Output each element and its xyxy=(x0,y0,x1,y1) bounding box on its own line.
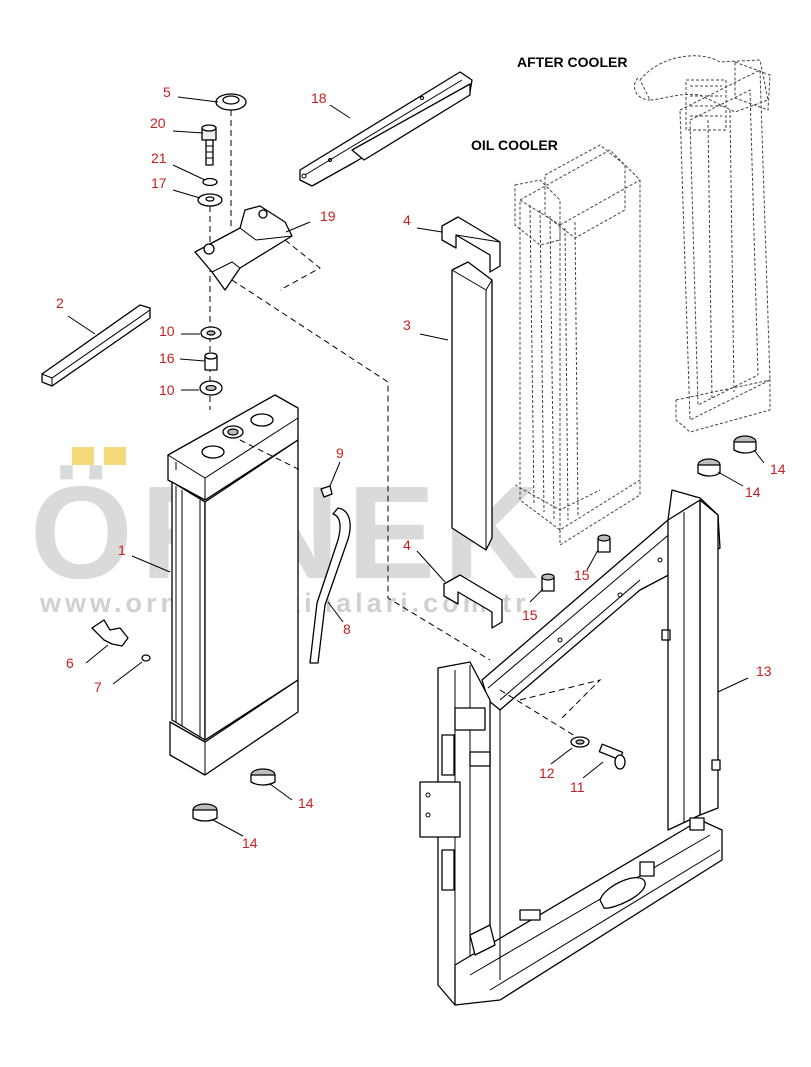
part-11-bolt xyxy=(598,743,626,770)
watermark-dot-left xyxy=(72,447,94,465)
callout-9[interactable]: 9 xyxy=(336,445,344,461)
callout-15-left[interactable]: 15 xyxy=(522,607,538,623)
part-7-o-ring xyxy=(141,654,151,662)
callout-14-bottom-b[interactable]: 14 xyxy=(242,835,258,851)
callout-10-lower[interactable]: 10 xyxy=(159,382,175,398)
mount-14-bottom-a xyxy=(250,768,276,786)
callout-7[interactable]: 7 xyxy=(94,679,102,695)
callout-5[interactable]: 5 xyxy=(163,84,171,100)
callout-6[interactable]: 6 xyxy=(66,655,74,671)
leader-lines xyxy=(67,96,765,837)
mount-14-right-a xyxy=(733,435,757,454)
part-4-top-holder xyxy=(441,216,501,273)
mount-14-bottom-b xyxy=(192,803,218,822)
part-8-hose xyxy=(309,507,351,664)
part-18-upper-bracket xyxy=(299,71,473,187)
part-3-sponge xyxy=(451,261,493,551)
part-4-bottom-holder xyxy=(443,574,503,629)
spacer-15-b xyxy=(541,573,555,592)
callout-20[interactable]: 20 xyxy=(150,115,166,131)
part-12-washer xyxy=(570,736,590,748)
callout-2[interactable]: 2 xyxy=(56,295,64,311)
after-cooler xyxy=(634,55,771,433)
callout-19[interactable]: 19 xyxy=(320,208,336,224)
mount-14-right-b xyxy=(697,458,721,477)
callouts: 5 20 21 17 18 19 2 10 16 10 1 6 7 9 8 4 … xyxy=(56,84,786,851)
part-1-radiator xyxy=(167,394,301,776)
callout-4-top[interactable]: 4 xyxy=(403,212,411,228)
callout-17[interactable]: 17 xyxy=(151,175,167,191)
part-9-clip xyxy=(320,485,333,498)
callout-4-bottom[interactable]: 4 xyxy=(403,537,411,553)
part-6-drain-cock xyxy=(91,619,129,647)
after-cooler-label: AFTER COOLER xyxy=(517,54,627,70)
callout-18[interactable]: 18 xyxy=(311,90,327,106)
callout-3[interactable]: 3 xyxy=(403,317,411,333)
part-2-seal-strip xyxy=(41,304,151,387)
part-19-mounting-bracket xyxy=(194,205,321,291)
callout-13[interactable]: 13 xyxy=(756,663,772,679)
mount-stack xyxy=(199,326,223,396)
callout-12[interactable]: 12 xyxy=(539,765,555,781)
callout-10-upper[interactable]: 10 xyxy=(159,323,175,339)
part-13-frame xyxy=(419,489,723,1006)
callout-14-right-a[interactable]: 14 xyxy=(770,461,786,477)
callout-11[interactable]: 11 xyxy=(570,779,585,795)
callout-16[interactable]: 16 xyxy=(159,350,175,366)
oil-cooler-label: OIL COOLER xyxy=(471,137,558,153)
assembly-lines xyxy=(231,279,576,737)
callout-21[interactable]: 21 xyxy=(151,150,167,166)
fastener-stack-top xyxy=(197,93,247,410)
oil-cooler xyxy=(514,144,641,546)
spacer-15-a xyxy=(597,534,611,553)
callout-14-right-b[interactable]: 14 xyxy=(745,484,761,500)
callout-15-right[interactable]: 15 xyxy=(574,567,590,583)
callout-1[interactable]: 1 xyxy=(118,542,126,558)
callout-14-bottom-a[interactable]: 14 xyxy=(298,795,314,811)
watermark-dot-right xyxy=(104,447,126,465)
callout-8[interactable]: 8 xyxy=(343,621,351,637)
